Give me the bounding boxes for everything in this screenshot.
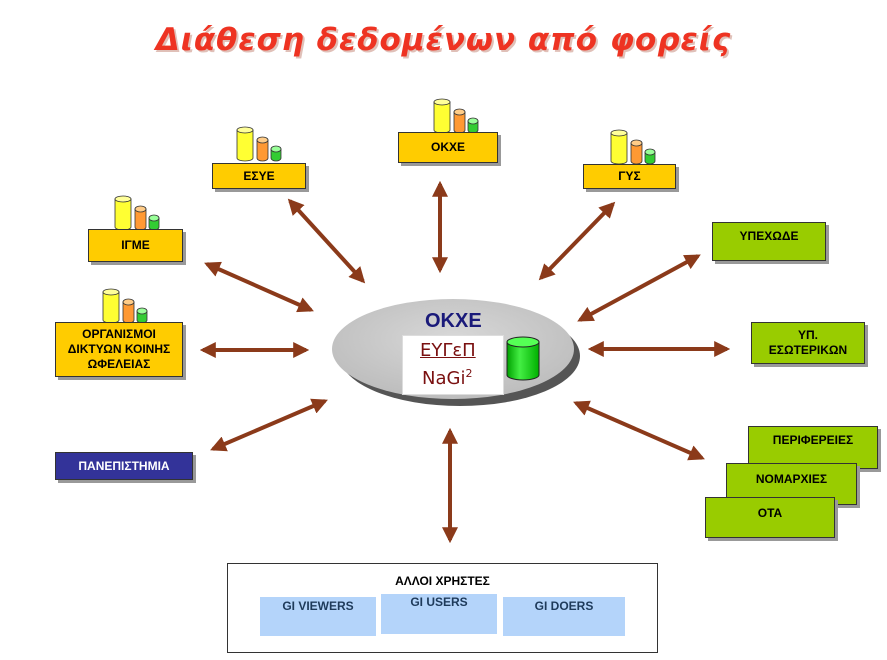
box-perifereies: ΠΕΡΙΦΕΡΕΙΕΣ [748, 426, 878, 469]
box-igme: ΙΓΜΕ [88, 229, 183, 262]
database-icon-igme [114, 195, 160, 231]
arrow-esye [287, 198, 366, 284]
database-icon-organismoi [102, 288, 148, 324]
box-ota: ΟΤΑ [705, 497, 835, 538]
gi-doers-box: GI DOERS [503, 597, 625, 636]
gi-users-box: GI USERS [381, 594, 497, 634]
database-icon-gys [610, 129, 656, 165]
nagi-logo: ΕΥΓεΠ NaGi2 [402, 335, 504, 395]
other-users-title: ΑΛΛΟΙ ΧΡΗΣΤΕΣ [395, 574, 490, 588]
logo-line1: ΕΥΓεΠ [420, 340, 476, 361]
logo-line2-text: NaGi [422, 368, 466, 389]
center-database-icon [506, 336, 540, 381]
box-organismoi: ΟΡΓΑΝΙΣΜΟΙ ΔΙΚΤΥΩΝ ΚΟΙΝΗΣ ΩΦΕΛΕΙΑΣ [55, 322, 183, 377]
database-icons [102, 98, 656, 324]
logo-sup: 2 [465, 367, 473, 380]
box-yp-esoterikon: ΥΠ. ΕΣΩΤΕΡΙΚΩΝ [751, 322, 865, 364]
box-panepistimia: ΠΑΝΕΠΙΣΤΗΜΙΑ [55, 452, 193, 480]
gi-viewers-box: GI VIEWERS [260, 597, 376, 636]
box-ypexode: ΥΠΕΧΩΔΕ [712, 222, 826, 261]
center-title: ΟΚΧΕ [425, 310, 482, 332]
box-esye: ΕΣΥΕ [212, 163, 306, 189]
logo-line2: NaGi2 [422, 367, 472, 389]
database-icon-okxe [433, 98, 479, 134]
arrow-gys [538, 201, 616, 281]
other-users-panel: ΑΛΛΟΙ ΧΡΗΣΤΕΣ GI VIEWERS GI USERS GI DOE… [227, 563, 658, 653]
box-gys: ΓΥΣ [583, 164, 676, 189]
database-icon-esye [236, 126, 282, 162]
arrow-ypexode [577, 254, 701, 322]
arrow-igme [204, 261, 314, 313]
arrow-panepistimia [210, 398, 328, 452]
diagram-title: Διάθεση δεδομένων από φορείς [155, 22, 732, 58]
arrow-perifereies [573, 400, 705, 461]
box-okxe: ΟΚΧΕ [398, 132, 498, 163]
